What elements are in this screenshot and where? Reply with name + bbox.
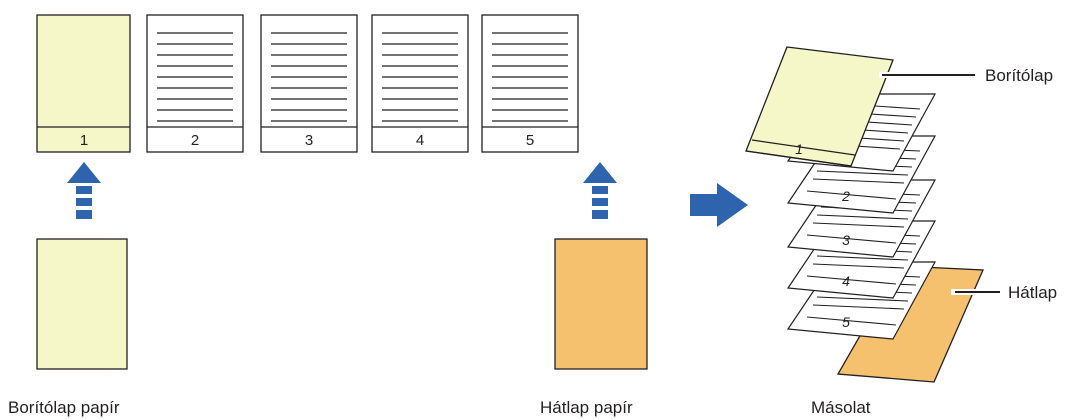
front-cover-label: Borítólap (985, 66, 1053, 85)
dashed-up-arrow-icon (67, 162, 101, 219)
page-number-2: 2 (191, 132, 199, 149)
page-number-1: 1 (80, 132, 88, 149)
original-page-2: 2 (146, 14, 244, 153)
back-paper (554, 238, 648, 370)
right-arrow-icon (690, 183, 748, 227)
page-number-5: 5 (526, 132, 534, 149)
back-cover-label: Hátlap (1008, 283, 1057, 302)
output-page-number-5: 5 (842, 314, 850, 330)
cover-paper-label: Borítólap papír (8, 398, 120, 417)
output-page-number-3: 3 (842, 232, 850, 248)
page-number-3: 3 (305, 132, 313, 149)
original-page-1: 1 (36, 14, 131, 153)
original-page-5: 5 (481, 14, 579, 153)
output-page-number-4: 4 (842, 273, 850, 289)
page-number-4: 4 (416, 132, 424, 149)
dashed-up-arrow-icon (583, 162, 617, 219)
cover-paper (36, 238, 128, 370)
original-page-3: 3 (260, 14, 358, 153)
output-page-number-1: 1 (795, 141, 803, 157)
original-page-4: 4 (371, 14, 469, 153)
output-page-number-2: 2 (841, 188, 850, 204)
output-front-cover: 1 (745, 46, 894, 167)
copy-label: Másolat (811, 398, 871, 417)
back-paper-label: Hátlap papír (540, 398, 633, 417)
output-back-cover (836, 265, 984, 383)
